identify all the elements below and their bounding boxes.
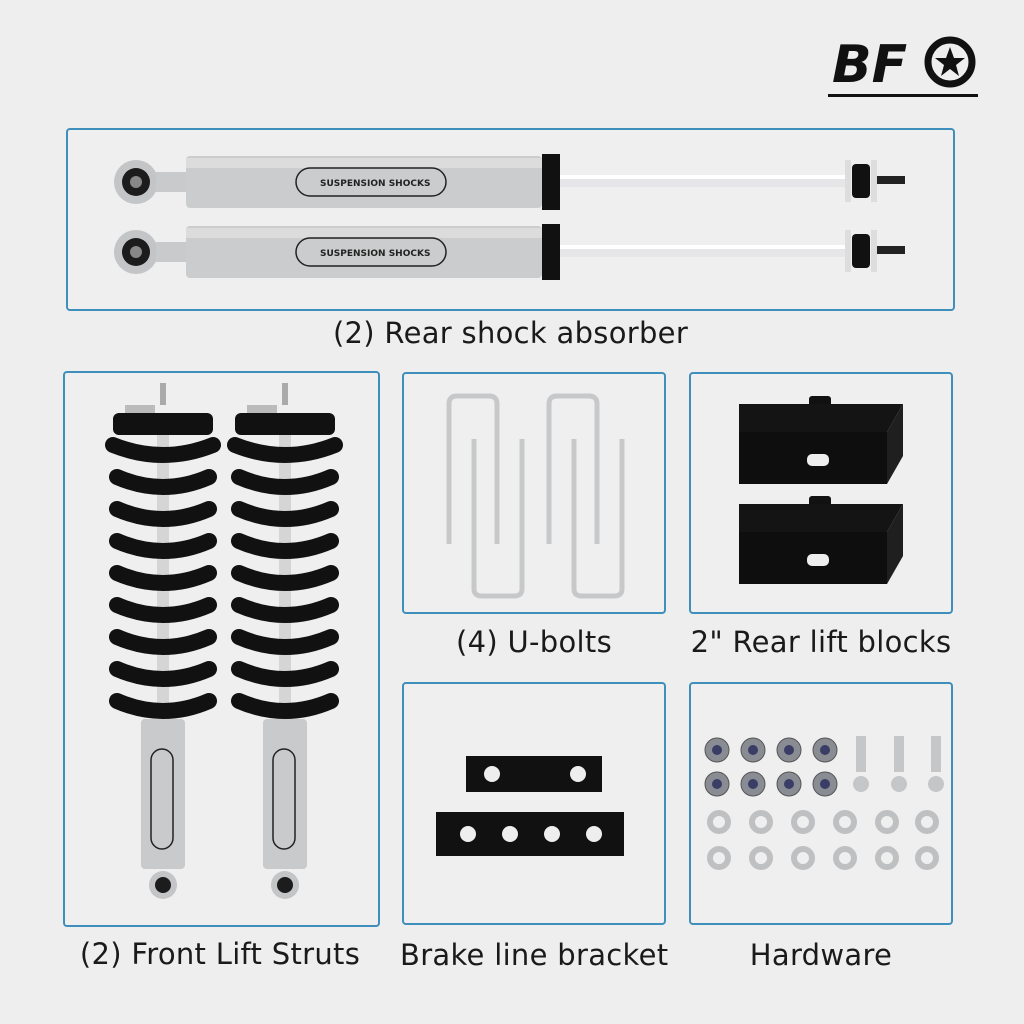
- rear-shocks-image: [113, 154, 906, 281]
- u-bolts-panel: [402, 372, 666, 614]
- hardware-caption: Hardware: [749, 938, 893, 972]
- front-struts-caption: (2) Front Lift Struts: [79, 937, 361, 971]
- brake-bracket-image: [436, 756, 624, 856]
- rear-shock-label-2: SUSPENSION SHOCKS: [320, 249, 431, 259]
- brand-logo: BF: [828, 30, 978, 100]
- u-bolts-caption: (4) U-bolts: [456, 625, 612, 659]
- rear-shocks-caption: (2) Rear shock absorber: [332, 316, 689, 350]
- front-struts-panel: [63, 371, 380, 927]
- u-bolts-image: [446, 393, 625, 599]
- lift-blocks-image: [739, 396, 903, 584]
- brake-bracket-caption: Brake line bracket: [400, 938, 669, 972]
- brake-bracket-panel: [402, 682, 666, 925]
- rear-shocks-panel: SUSPENSION SHOCKS SUSPENSION SHOCKS: [66, 128, 955, 311]
- rear-shock-label-1: SUSPENSION SHOCKS: [320, 179, 431, 189]
- svg-text:BF: BF: [832, 35, 907, 95]
- lift-blocks-panel: [689, 372, 953, 614]
- lift-blocks-caption: 2" Rear lift blocks: [690, 625, 952, 659]
- front-struts-image: [105, 373, 378, 925]
- hardware-image: [704, 736, 944, 870]
- hardware-panel: [689, 682, 953, 925]
